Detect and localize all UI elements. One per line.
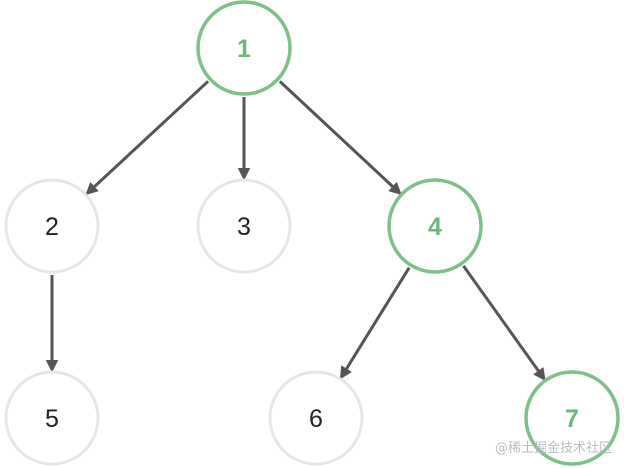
node-label-5: 5 <box>45 405 59 433</box>
tree-node-7: 7 <box>524 370 620 466</box>
node-label-6: 6 <box>309 405 323 433</box>
tree-node-2: 2 <box>4 178 100 274</box>
node-label-1: 1 <box>237 35 251 63</box>
edge-1-to-2 <box>85 80 210 196</box>
node-circle-2 <box>4 178 100 274</box>
watermark-text: @稀土掘金技术社区 <box>494 441 612 456</box>
node-label-3: 3 <box>237 213 251 241</box>
node-circle-1 <box>196 0 292 96</box>
tree-node-3: 3 <box>196 178 292 274</box>
tree-node-4: 4 <box>387 178 483 274</box>
tree-node-6: 6 <box>268 370 364 466</box>
edge-1-to-4 <box>278 80 402 195</box>
node-label-2: 2 <box>45 213 59 241</box>
edge-4-to-6 <box>339 266 411 380</box>
node-circle-3 <box>196 178 292 274</box>
node-label-7: 7 <box>565 405 579 433</box>
node-circle-6 <box>268 370 364 466</box>
tree-node-1: 1 <box>196 0 292 96</box>
tree-node-5: 5 <box>4 370 100 466</box>
edges-layer <box>45 80 546 381</box>
nodes-layer: 1 2 3 4 5 6 7 <box>4 0 620 466</box>
node-circle-5 <box>4 370 100 466</box>
node-label-4: 4 <box>428 213 442 241</box>
edge-4-to-7 <box>462 265 546 381</box>
node-circle-7 <box>524 370 620 466</box>
node-circle-4 <box>387 178 483 274</box>
